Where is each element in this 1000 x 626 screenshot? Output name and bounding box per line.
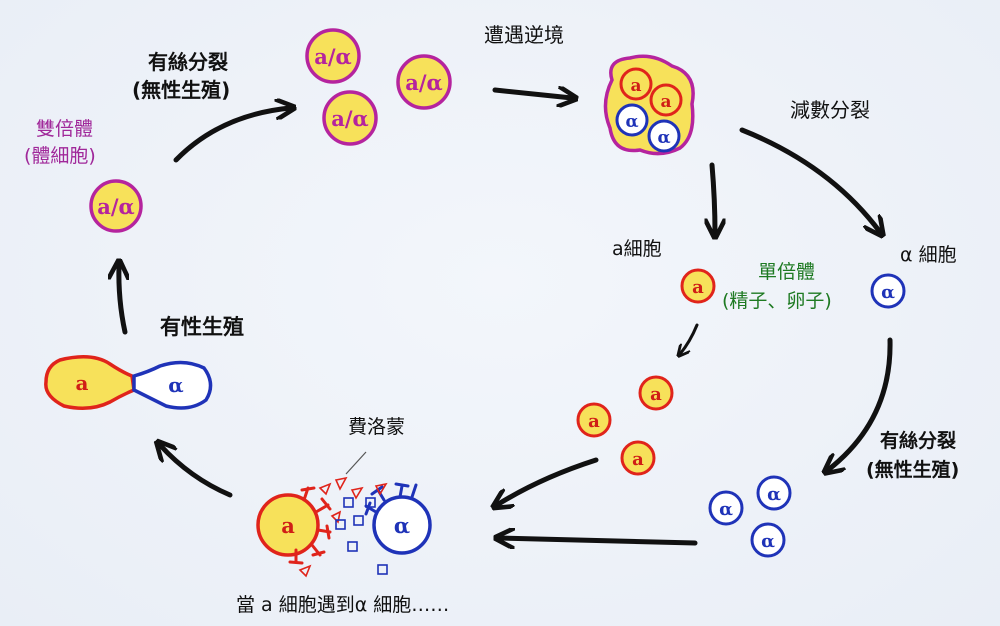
pheromone-label: 費洛蒙 (348, 416, 406, 438)
alpha-cell-1: α (756, 475, 792, 511)
svg-text:α: α (394, 513, 410, 538)
fusing-alpha-cell: α (132, 360, 213, 410)
sexual-reproduction-label: 有性生殖 (160, 315, 244, 339)
diploid-cell-top-1: a/α (305, 28, 361, 84)
a-cell-2: a (576, 402, 612, 438)
arrow-alpha-to-mating (500, 538, 698, 543)
mitosis-top-sub-label: (無性生殖) (132, 78, 231, 102)
pheromone-pointer (345, 451, 367, 475)
svg-text:a/α: a/α (314, 44, 351, 69)
haploid-label: 單倍體 (758, 261, 816, 283)
arrow-sexual-to-diploid (119, 265, 125, 335)
mitosis-right-sub-label: (無性生殖) (866, 459, 960, 481)
mitosis-right-label: 有絲分裂 (880, 430, 957, 452)
fusing-a-cell: a (44, 355, 136, 410)
svg-text:α: α (168, 373, 183, 397)
ascus-tetrad: a a α α (603, 54, 695, 156)
adversity-label: 遭遇逆境 (484, 23, 564, 47)
mitosis-top-label: 有絲分裂 (148, 50, 228, 74)
arrow-diploid-to-mitosis (173, 108, 290, 163)
a-cell-1: a (638, 375, 674, 411)
haploid-sub-label: (精子、卵子) (722, 290, 832, 312)
svg-text:a: a (650, 384, 662, 405)
mating-a-cell: a (256, 493, 320, 557)
svg-text:a/α: a/α (331, 106, 368, 131)
svg-text:α: α (881, 282, 895, 303)
alpha-cells-label: α 細胞 (900, 244, 957, 266)
svg-text:α: α (767, 484, 781, 505)
diploid-sub-label: (體細胞) (24, 145, 96, 167)
alpha-cell-2: α (708, 490, 744, 526)
svg-text:a: a (660, 92, 671, 112)
alpha-cell-haploid: α (870, 273, 906, 309)
a-cell-receptors (288, 486, 332, 565)
arrow-alpha-mitosis (828, 337, 893, 470)
svg-text:a/α: a/α (97, 194, 134, 219)
svg-text:α: α (719, 499, 733, 520)
arrow-mating-to-sexual (160, 445, 233, 498)
diploid-cell-top-2: a/α (396, 54, 452, 110)
bottom-caption: 當 a 細胞遇到α 細胞…… (236, 594, 450, 616)
svg-text:α: α (625, 112, 638, 132)
svg-text:a: a (76, 371, 89, 395)
svg-text:α: α (657, 128, 670, 148)
svg-text:a: a (632, 449, 644, 470)
a-cell-3: a (620, 440, 656, 476)
svg-text:a: a (630, 76, 641, 96)
diploid-cell-left: a/α (89, 179, 143, 233)
svg-text:a: a (588, 411, 600, 432)
svg-text:a: a (281, 513, 295, 538)
diploid-cell-top-3: a/α (322, 90, 378, 146)
svg-text:α: α (761, 531, 775, 552)
mating-alpha-cell: α (372, 495, 432, 555)
alpha-cell-3: α (750, 522, 786, 558)
arrow-to-alpha-cells (739, 127, 880, 232)
cycle-arrows (119, 90, 893, 543)
pheromone-molecules (298, 476, 388, 578)
a-cell-haploid: a (680, 268, 716, 304)
arrow-a-to-mating (497, 457, 599, 505)
meiosis-label: 減數分裂 (790, 98, 870, 122)
arrow-mitosis-to-adversity (492, 90, 572, 98)
svg-text:a: a (692, 277, 704, 298)
svg-text:a/α: a/α (405, 70, 442, 95)
arrow-to-a-cells (712, 162, 715, 233)
diploid-label: 雙倍體 (36, 118, 94, 140)
arrow-a-cell-mitosis (680, 323, 699, 354)
a-cells-label: a細胞 (612, 238, 662, 260)
